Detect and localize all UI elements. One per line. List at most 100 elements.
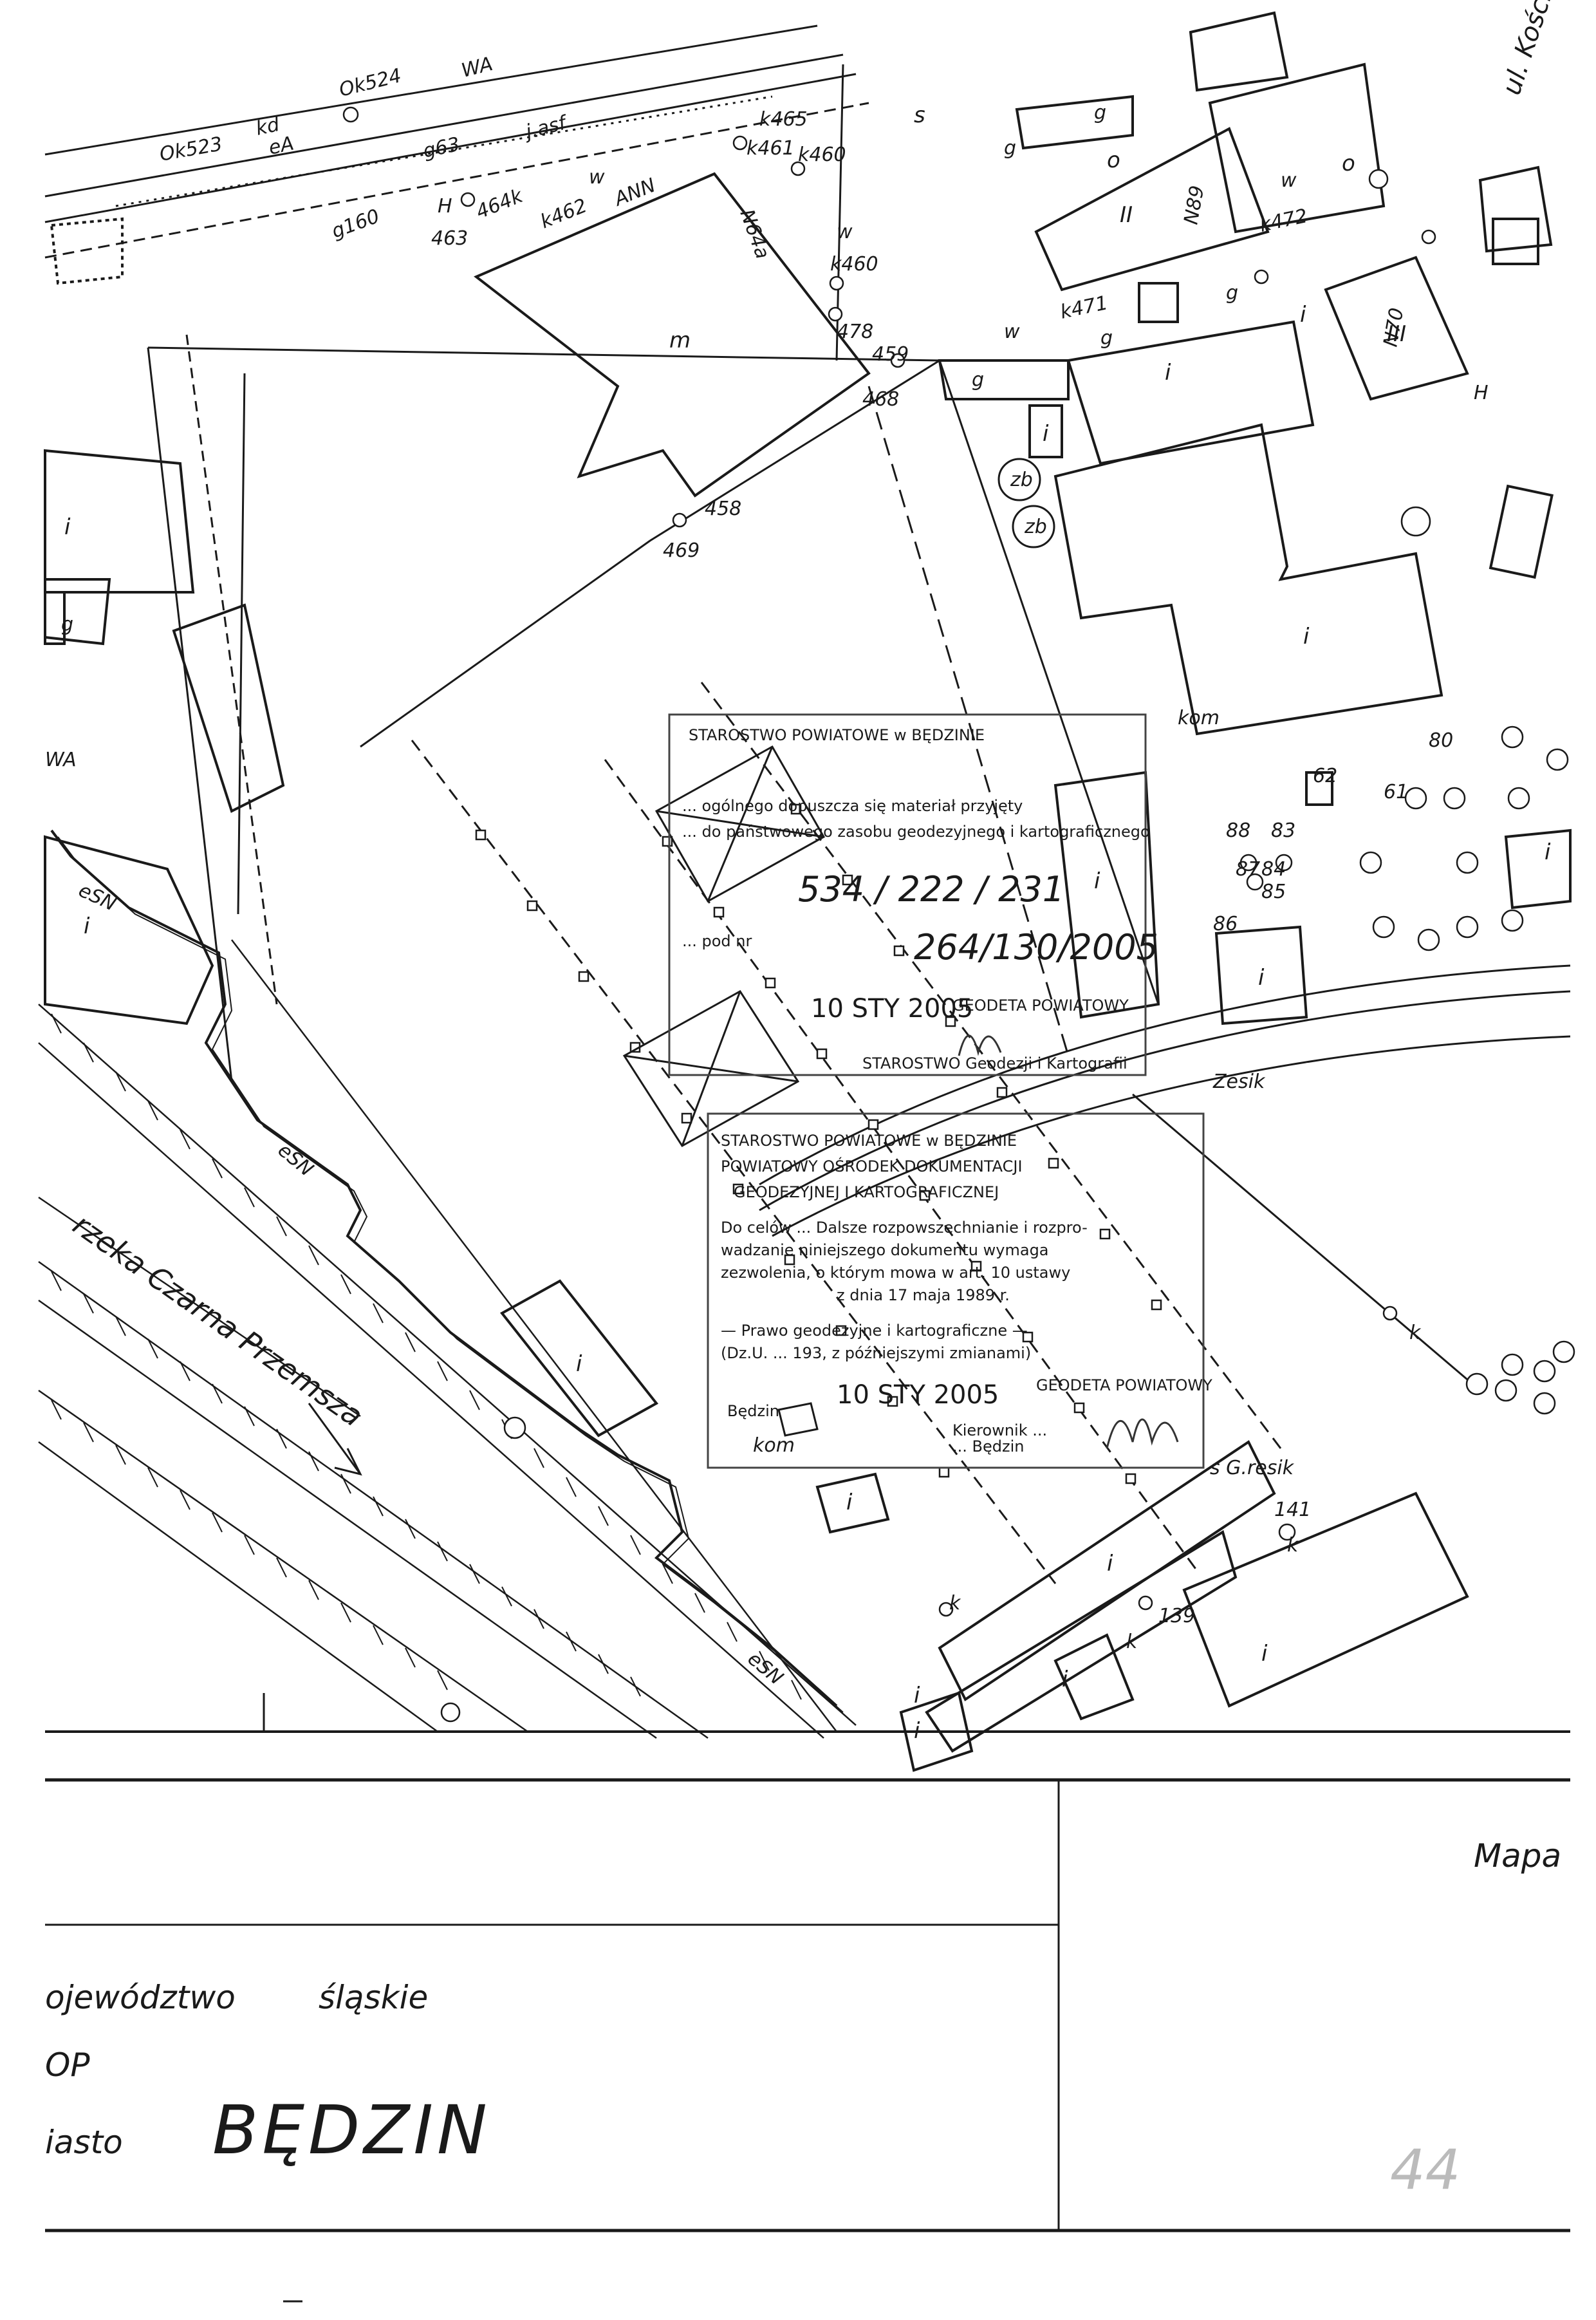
point-139: 139 xyxy=(1158,1605,1195,1627)
utility-w2: w xyxy=(837,221,853,243)
building-label-i12: i xyxy=(1261,1641,1268,1667)
stamp-copyright: STAROSTWO POWIATOWE w BĘDZINIE POWIATOWY… xyxy=(707,1034,1212,1469)
building-label-i10: i xyxy=(846,1490,853,1515)
building-label-i5: i xyxy=(64,514,71,540)
stamp2-text5: — Prawo geodezyjne i kartograficzne — xyxy=(721,1322,1028,1340)
stamp2-place: Będzin xyxy=(727,1402,779,1420)
tank-zb-1 xyxy=(998,458,1041,501)
stamp2-text2: wadzanie niniejszego dokumentu wymaga xyxy=(721,1241,1049,1259)
stamp1-reg-number: 264/130/2005 xyxy=(914,927,1158,968)
stamp2-signature xyxy=(1106,1418,1179,1449)
building-label-i9: i xyxy=(576,1351,582,1377)
utility-h2: H xyxy=(1474,382,1489,404)
stamp2-office: GEODETA POWIATOWY xyxy=(1036,1376,1212,1394)
stamp2-line2: GEODEZYJNEJ I KARTOGRAFICZNEJ xyxy=(734,1183,999,1201)
title-block xyxy=(45,1778,1570,2303)
point-k459: 459 xyxy=(872,343,909,366)
handwritten-note: 44 xyxy=(1390,2138,1460,2202)
point-k461: k461 xyxy=(747,137,795,160)
stamp2-text4: z dnia 17 maja 1989 r. xyxy=(837,1286,1010,1304)
point-83: 83 xyxy=(1271,819,1295,842)
utility-wa-2: WA xyxy=(45,749,77,771)
stamp2-text1: Do celów ... Dalsze rozpowszechnianie i … xyxy=(721,1219,1088,1237)
point-141: 141 xyxy=(1274,1499,1311,1521)
building-label-o2: o xyxy=(1342,151,1355,176)
building-label-i13: i xyxy=(1062,1667,1068,1692)
point-k463: 463 xyxy=(431,227,468,250)
title-right-label: Mapa xyxy=(1474,1837,1561,1875)
stamp2-footer1: Kierownik ... xyxy=(952,1421,1047,1439)
building-label-g1: g xyxy=(1094,102,1106,124)
point-61: 61 xyxy=(1384,781,1408,803)
building-i-center xyxy=(499,1279,659,1437)
point-k468: 468 xyxy=(862,388,899,411)
tank-label-zb2: zb xyxy=(1024,516,1047,538)
building-label-g2: g xyxy=(1004,137,1016,160)
building-label-i3: i xyxy=(1303,624,1310,650)
building-label-m: m xyxy=(669,328,691,353)
buildings-lower-right xyxy=(899,1440,1469,1772)
building-kom xyxy=(777,1402,819,1437)
map-area xyxy=(38,11,1575,1772)
point-87: 87 xyxy=(1236,858,1260,881)
building-label-i11: i xyxy=(1107,1551,1113,1576)
stamp1-office: GEODETA POWIATOWY xyxy=(952,996,1129,1015)
survey-points xyxy=(342,106,1575,1723)
building-label-i15: i xyxy=(914,1718,920,1744)
building-label-i16: i xyxy=(1545,839,1551,865)
planned-line-markers xyxy=(475,803,1162,1484)
utility-k2: k xyxy=(949,1592,961,1614)
point-80: 80 xyxy=(1429,729,1453,752)
stamp1-signature xyxy=(958,1034,1002,1056)
tank-label-zb1: zb xyxy=(1010,469,1033,491)
buildings-upper-right xyxy=(938,11,1554,736)
building-label-o1: o xyxy=(1107,147,1120,173)
river-flow-arrow xyxy=(308,1403,362,1476)
point-62: 62 xyxy=(1313,765,1337,787)
stamp-registration: STAROSTWO POWIATOWE w BĘDZINIE ... ogóln… xyxy=(668,713,1158,1076)
stamp1-date: 10 STY 2005 xyxy=(811,994,973,1024)
stamp1-reg-prefix: ... pod nr xyxy=(682,932,752,950)
stamp2-date: 10 STY 2005 xyxy=(837,1380,999,1410)
building-label-i14: i xyxy=(914,1683,920,1708)
stamp2-header: STAROSTWO POWIATOWE w BĘDZINIE xyxy=(721,1132,1017,1150)
stamp1-line2: ... do państwowego zasobu geodezyjnego i… xyxy=(682,823,1150,841)
district-label: OP xyxy=(45,2046,90,2084)
building-label-g4: g xyxy=(1226,282,1238,304)
building-label-g6: g xyxy=(61,613,73,636)
point-k469: 469 xyxy=(663,539,700,562)
point-k458: 458 xyxy=(705,498,741,520)
building-label-roman-2: II xyxy=(1120,202,1133,228)
building-label-i7: i xyxy=(1258,965,1265,991)
building-label-g3: g xyxy=(1100,327,1113,350)
stamp1-line1: ... ogólnego dopuszcza się materiał przy… xyxy=(682,797,1023,815)
point-85: 85 xyxy=(1261,881,1286,903)
buildings-mid-right xyxy=(1053,771,1572,1025)
top-road xyxy=(44,24,869,259)
utility-k4: k xyxy=(1126,1631,1138,1653)
stamp2-line1: POWIATOWY OŚRODEK DOKUMENTACJI xyxy=(721,1156,1023,1175)
point-k460a: k460 xyxy=(798,144,846,166)
stamp2-text6: (Dz.U. ... 193, z późniejszymi zmianami) xyxy=(721,1344,1031,1362)
river-hatching xyxy=(51,1013,802,1700)
city-label: iasto xyxy=(45,2124,123,2161)
utility-k3: k xyxy=(1287,1534,1299,1557)
utility-kd: kd xyxy=(254,113,282,140)
railway xyxy=(759,964,1571,1392)
point-84: 84 xyxy=(1261,858,1286,881)
building-label-i2: i xyxy=(1043,421,1049,447)
utility-w4: w xyxy=(1281,169,1297,192)
utility-h1: H xyxy=(438,195,452,218)
building-label-i4: i xyxy=(1300,302,1306,328)
building-label-kom1: kom xyxy=(1178,707,1220,729)
voivodeship-label: ojewództwo xyxy=(45,1979,236,2016)
utility-w1: w xyxy=(589,166,605,189)
point-k478: 478 xyxy=(837,321,873,343)
tank-zb-2 xyxy=(1012,505,1055,548)
utility-w3: w xyxy=(1004,321,1020,343)
building-label-i8: i xyxy=(1094,868,1100,894)
stamp2-footer2: ... Będzin xyxy=(952,1437,1024,1455)
building-label-i6: i xyxy=(84,913,90,939)
building-label-kom2: kom xyxy=(753,1434,795,1457)
